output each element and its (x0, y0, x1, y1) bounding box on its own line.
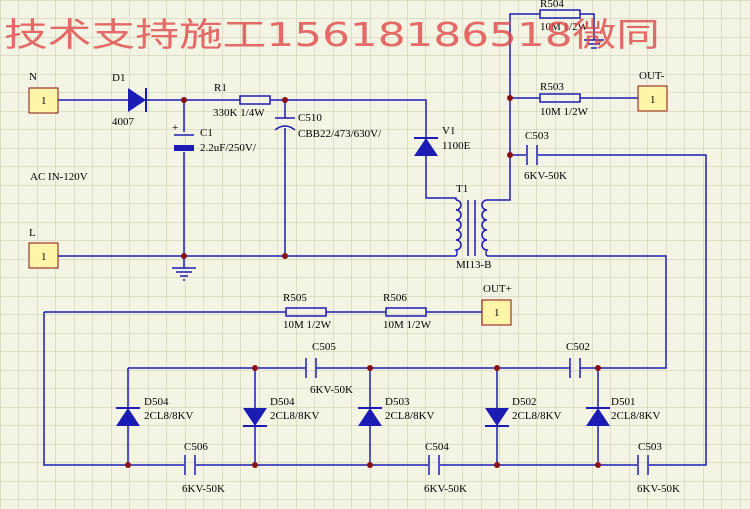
d501-ref: D501 (611, 396, 635, 408)
d502-ref: D502 (512, 396, 536, 408)
c506-ref: C506 (184, 441, 208, 453)
input-label: AC IN-120V (30, 171, 88, 183)
d504a-ref: D504 (144, 396, 169, 408)
diode-d503: D503 2CL8/8KV (358, 396, 435, 426)
diode-d502: D502 2CL8/8KV (485, 396, 562, 427)
port-out-minus-label: OUT- (639, 70, 665, 82)
port-n-pin: 1 (41, 95, 47, 107)
c505-ref: C505 (312, 341, 336, 353)
ground-icon (172, 267, 196, 281)
d502-value: 2CL8/8KV (512, 410, 562, 422)
t1-value: MI13-B (456, 259, 491, 271)
r506-value: 10M 1/2W (383, 319, 432, 331)
d504a-value: 2CL8/8KV (144, 410, 194, 422)
c504-ref: C504 (425, 441, 449, 453)
c505-value: 6KV-50K (310, 384, 353, 396)
r1-ref: R1 (214, 82, 227, 94)
port-l-label: L (29, 227, 36, 239)
c510-ref: C510 (298, 112, 322, 124)
port-out-plus-pin: 1 (494, 307, 500, 319)
wires (43, 13, 707, 466)
capacitor-c502: C502 (566, 341, 590, 378)
diode-d504a: D504 2CL8/8KV (116, 396, 194, 426)
v1-ref: V1 (442, 125, 455, 137)
resistor-r504: R504 10M 1/2W (539, 0, 589, 33)
c510-value: CBB22/473/630V/ (298, 128, 382, 140)
c503-bottom-value: 6KV-50K (637, 483, 680, 495)
d503-value: 2CL8/8KV (385, 410, 435, 422)
ground-icon-top (584, 39, 604, 49)
capacitor-c510: C510 CBB22/473/630V/ (274, 112, 382, 140)
port-out-plus: 1 OUT+ (481, 283, 512, 326)
r505-ref: R505 (283, 292, 307, 304)
c503-top-value: 6KV-50K (524, 170, 567, 182)
trigger-diode-v1: V1 1100E (414, 125, 471, 158)
capacitor-c506: C506 6KV-50K (182, 441, 225, 495)
capacitor-c1: + C1 2.2uF/250V/ (172, 122, 257, 154)
r504-ref: R504 (540, 0, 564, 10)
capacitor-c504: C504 6KV-50K (424, 441, 467, 495)
junctions (125, 95, 601, 468)
c502-ref: C502 (566, 341, 590, 353)
r504-value: 10M 1/2W (540, 21, 589, 33)
d504b-ref: D504 (270, 396, 295, 408)
port-l-pin: 1 (41, 251, 47, 263)
c1-plus-icon: + (172, 122, 178, 134)
transformer-t1: T1 MI13-B (454, 183, 491, 271)
capacitor-c503-bottom: C503 6KV-50K (637, 441, 680, 495)
d1-value: 4007 (112, 116, 135, 128)
capacitor-c503-top: C503 6KV-50K (524, 130, 567, 182)
t1-ref: T1 (456, 183, 468, 195)
c1-value: 2.2uF/250V/ (200, 142, 257, 154)
diode-d501: D501 2CL8/8KV (586, 396, 661, 426)
diode-d504b: D504 2CL8/8KV (243, 396, 320, 427)
port-out-plus-label: OUT+ (483, 283, 512, 295)
port-out-minus: 1 OUT- (637, 70, 668, 112)
c1-ref: C1 (200, 127, 213, 139)
c504-value: 6KV-50K (424, 483, 467, 495)
r1-value: 330K 1/4W (213, 107, 265, 119)
r503-ref: R503 (540, 81, 564, 93)
port-n-label: N (29, 71, 37, 83)
c503-bottom-ref: C503 (638, 441, 662, 453)
c503-top-ref: C503 (525, 130, 549, 142)
port-n: 1 N (28, 71, 59, 114)
d503-ref: D503 (385, 396, 410, 408)
r503-value: 10M 1/2W (540, 106, 589, 118)
resistor-r1: R1 330K 1/4W (213, 82, 271, 119)
d501-value: 2CL8/8KV (611, 410, 661, 422)
v1-value: 1100E (442, 140, 471, 152)
d504b-value: 2CL8/8KV (270, 410, 320, 422)
resistor-r505: R505 10M 1/2W (283, 292, 332, 331)
diode-d1: D1 4007 (112, 72, 147, 128)
d1-ref: D1 (112, 72, 125, 84)
c506-value: 6KV-50K (182, 483, 225, 495)
r506-ref: R506 (383, 292, 407, 304)
r505-value: 10M 1/2W (283, 319, 332, 331)
port-l: 1 L (28, 227, 59, 269)
resistor-r503: R503 10M 1/2W (539, 81, 589, 118)
resistor-r506: R506 10M 1/2W (383, 292, 432, 331)
port-out-minus-pin: 1 (650, 94, 656, 106)
watermark-text: 技术支持施工15618186518微同 (4, 15, 660, 54)
capacitor-c505: C505 6KV-50K (305, 341, 353, 396)
